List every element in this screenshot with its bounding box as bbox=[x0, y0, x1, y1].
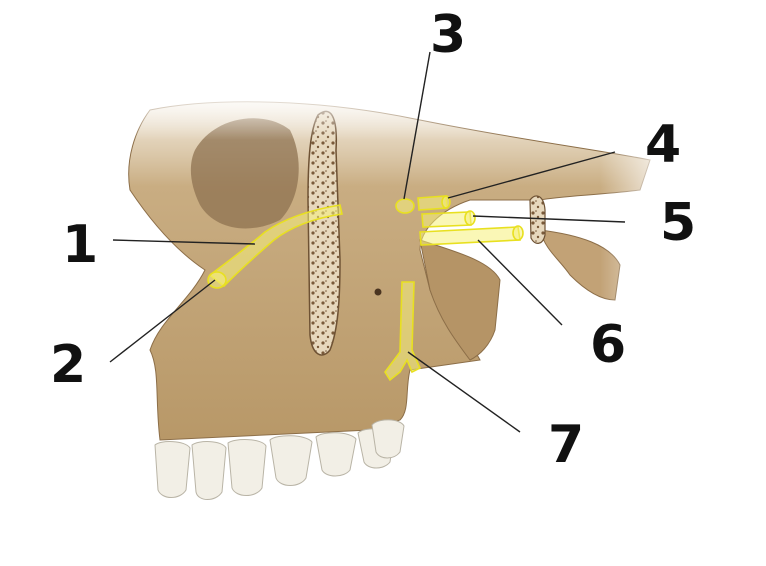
cut-section-right bbox=[529, 195, 546, 244]
cut-section bbox=[307, 110, 341, 356]
label-1: 1 bbox=[62, 215, 98, 275]
foramen bbox=[374, 288, 382, 296]
nerve-3 bbox=[395, 198, 415, 214]
tooth bbox=[154, 441, 191, 498]
tooth bbox=[371, 419, 405, 459]
orbit-cavity bbox=[190, 118, 299, 229]
tooth bbox=[191, 441, 227, 500]
right-fade bbox=[600, 140, 680, 320]
label-5: 5 bbox=[660, 193, 696, 253]
nerve-5-end bbox=[464, 210, 476, 226]
top-fade bbox=[100, 90, 660, 140]
tooth bbox=[269, 435, 313, 486]
label-3: 3 bbox=[430, 5, 466, 65]
nerve-6-end bbox=[512, 225, 524, 241]
leader-line-6 bbox=[477, 239, 563, 326]
nerves bbox=[207, 195, 524, 382]
label-4: 4 bbox=[645, 115, 681, 175]
nerve-7 bbox=[384, 281, 422, 382]
tooth bbox=[227, 439, 267, 496]
leader-line-2 bbox=[109, 279, 216, 363]
leader-line-4 bbox=[447, 151, 616, 199]
nerve-5 bbox=[421, 211, 472, 228]
nerve-1 bbox=[208, 204, 343, 288]
nerve-6 bbox=[419, 226, 521, 246]
number-labels: 1 2 3 4 5 6 7 bbox=[50, 5, 696, 475]
leader-line-1 bbox=[112, 239, 256, 245]
label-6: 6 bbox=[590, 315, 626, 375]
leader-line-5 bbox=[472, 215, 626, 223]
leader-lines bbox=[109, 51, 626, 433]
nerve-2-end bbox=[207, 271, 227, 289]
label-2: 2 bbox=[50, 335, 86, 395]
leader-line-3 bbox=[403, 51, 431, 200]
teeth-row bbox=[154, 419, 405, 500]
label-7: 7 bbox=[548, 415, 584, 475]
leader-line-7 bbox=[407, 351, 521, 433]
nerve-4-end bbox=[441, 195, 451, 209]
maxilla-illustration bbox=[100, 90, 680, 441]
pterygoid-region bbox=[419, 239, 501, 361]
tooth bbox=[315, 432, 357, 477]
